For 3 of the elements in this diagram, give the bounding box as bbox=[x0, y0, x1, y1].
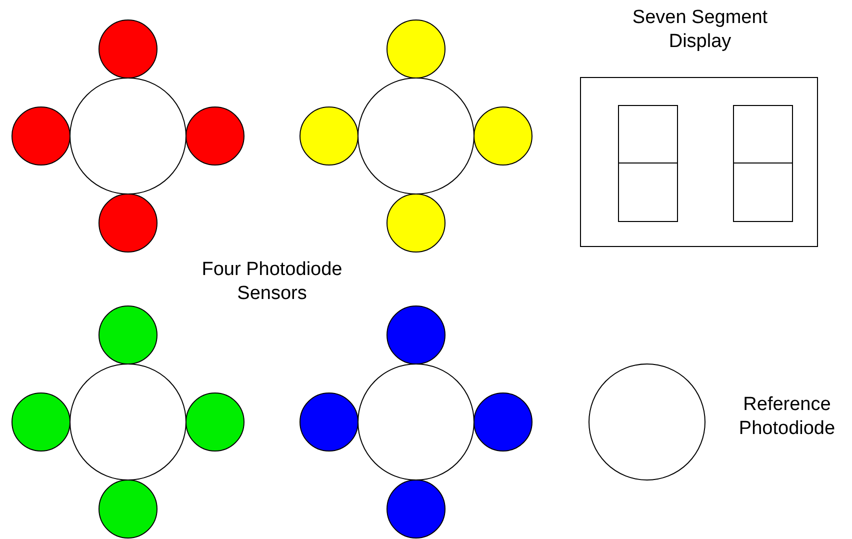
photodiode-caption: Reference Photodiode bbox=[738, 393, 836, 441]
sensor-caption: Four Photodiode Sensors bbox=[200, 258, 344, 306]
display-heading: Seven Segment Display bbox=[631, 6, 769, 54]
